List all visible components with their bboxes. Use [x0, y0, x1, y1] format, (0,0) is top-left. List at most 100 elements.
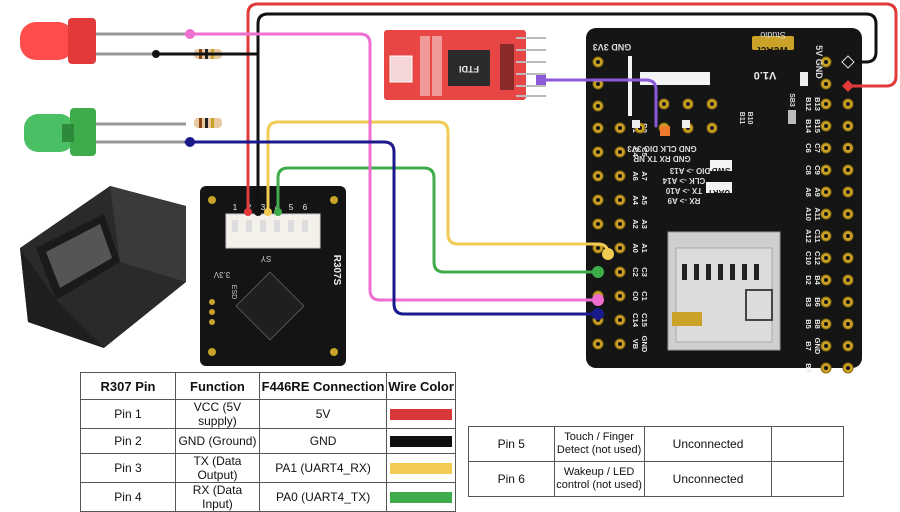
pad-left-a-a0-hole: [596, 246, 600, 250]
row-color: [771, 461, 844, 497]
ftdi-adapter: FTDI: [384, 30, 546, 100]
pad-right-a-b9-hole: [824, 366, 828, 370]
pin-label-c9: C9: [813, 165, 822, 175]
pad-left-b-c1-hole: [618, 294, 622, 298]
pin-label-c11: C11: [813, 229, 822, 242]
label-sb3: SB3: [788, 93, 795, 107]
pin-label-c12: C12: [813, 251, 822, 265]
row-function: GND (Ground): [174, 428, 260, 454]
pin-label-a3: A3: [640, 219, 649, 229]
pin-label-b13: B13: [813, 97, 822, 111]
pin-label-vb: VB: [631, 339, 640, 350]
pin-label-b7: B7: [804, 341, 813, 351]
pad-right-b-a9-hole: [846, 190, 850, 194]
row-color: [386, 399, 456, 429]
header-connection: F446RE Connection: [258, 372, 388, 400]
row-color: [771, 426, 844, 462]
row-function: Touch / Finger Detect (not used): [553, 426, 645, 462]
wire-red-vcc: [246, 2, 898, 214]
unused-pins-table: Pin 5 Touch / Finger Detect (not used) U…: [468, 426, 844, 497]
pad-gnd-top-hole: [596, 82, 600, 86]
row-connection: Unconnected: [643, 426, 773, 462]
pad-right-a-b3-hole: [824, 300, 828, 304]
pad-right-b-c11-hole: [846, 234, 850, 238]
pad-left-a-a6-hole: [596, 174, 600, 178]
pin-label-c0: C0: [631, 291, 640, 301]
pin-label-b12: B12: [804, 97, 813, 111]
pad-left-a-a2-hole: [596, 222, 600, 226]
pad-left-a-a4-hole: [596, 198, 600, 202]
pad-right-a-a8-hole: [824, 190, 828, 194]
wire-green-rx: [276, 166, 600, 274]
pin-label-b3: B3: [804, 297, 813, 307]
pad-right-a-a10-hole: [824, 212, 828, 216]
pad-right-b-b4-hole: [846, 278, 850, 282]
pin-label-c10: C10: [804, 251, 813, 265]
row-pin: Pin 2: [80, 428, 176, 454]
pin-label-c15: C15: [640, 313, 649, 327]
ftdi-label: FTDI: [459, 64, 479, 74]
pin-label-a11: A11: [813, 207, 822, 220]
pin-label-c8: C8: [804, 165, 813, 175]
pin-label-a7: A7: [640, 171, 649, 181]
pad-right-b-b8-hole: [846, 322, 850, 326]
pin-label-a10: A10: [804, 207, 813, 221]
wires: [154, 2, 898, 316]
pad-right-a-b14-hole: [824, 124, 828, 128]
pad-left-b-c5-hole: [618, 150, 622, 154]
red-led: [20, 18, 186, 64]
pin-label-a0: A0: [631, 243, 640, 253]
pad-left-b-a5-hole: [618, 198, 622, 202]
pad-left-b-a3-hole: [618, 222, 622, 226]
pin-label-b5: B5: [804, 319, 813, 329]
pin-mapping-table: R307 Pin Function F446RE Connection Wire…: [80, 372, 456, 512]
header-r307-pin: R307 Pin: [80, 372, 176, 400]
row-color: [386, 482, 456, 512]
pin-label-a4: A4: [631, 195, 640, 205]
table-row: Pin 5 Touch / Finger Detect (not used) U…: [468, 426, 844, 462]
label-b11: B11: [738, 112, 745, 125]
wire-purple-ftdi: [544, 78, 658, 128]
uart-title: UART: [708, 188, 730, 197]
dio-map: DIO -> A13: [669, 166, 710, 175]
pin-label-a12: A12: [804, 229, 813, 243]
wire-color-swatch: [390, 409, 453, 421]
pin-label-b8: B8: [813, 319, 822, 329]
pad-swd-2-hole: [710, 102, 714, 106]
pin-label-b6: B6: [813, 297, 822, 307]
pad-right-b-gnd-hole: [846, 344, 850, 348]
module-label: R307S: [331, 255, 342, 286]
pin-label-c1: C1: [640, 291, 649, 301]
pin-label-gnd: GND: [813, 338, 822, 355]
clk-map: CLK -> A14: [662, 176, 705, 185]
table-row: Pin 6 Wakeup / LED control (not used) Un…: [468, 461, 844, 497]
row-connection: GND: [258, 428, 388, 454]
pad-right-a-b5-hole: [824, 322, 828, 326]
pin-label-a9: A9: [813, 187, 822, 197]
brand-weact: WeAct: [757, 44, 789, 55]
pad-left-b-c3-hole: [618, 270, 622, 274]
pin-label-b14: B14: [804, 119, 813, 134]
header-function: Function: [174, 372, 260, 400]
table-row: Pin 2 GND (Ground) GND: [80, 428, 456, 454]
fingerprint-sensor: [20, 186, 186, 348]
pin-label-c5: C5: [640, 147, 649, 157]
pin-label-c3: C3: [640, 267, 649, 277]
pad-right-b-a11-hole: [846, 212, 850, 216]
pad-swd-1-hole: [686, 102, 690, 106]
green-led: [24, 108, 186, 156]
pad-right-b-x-hole: [846, 366, 850, 370]
pad-right-b-c7-hole: [846, 146, 850, 150]
wire-black-gnd: [256, 12, 878, 214]
tx-map: TX -> A10: [665, 186, 702, 195]
row-pin: Pin 6: [468, 461, 555, 497]
pad-swd-0-hole: [662, 102, 666, 106]
pad-right-b-b6-hole: [846, 300, 850, 304]
row-color: [386, 428, 456, 454]
brand-studio: Studio: [760, 30, 786, 40]
resistor-2: [194, 118, 222, 128]
header-wire-color: Wire Color: [386, 372, 456, 400]
connector-pin-number: 3: [261, 203, 266, 212]
